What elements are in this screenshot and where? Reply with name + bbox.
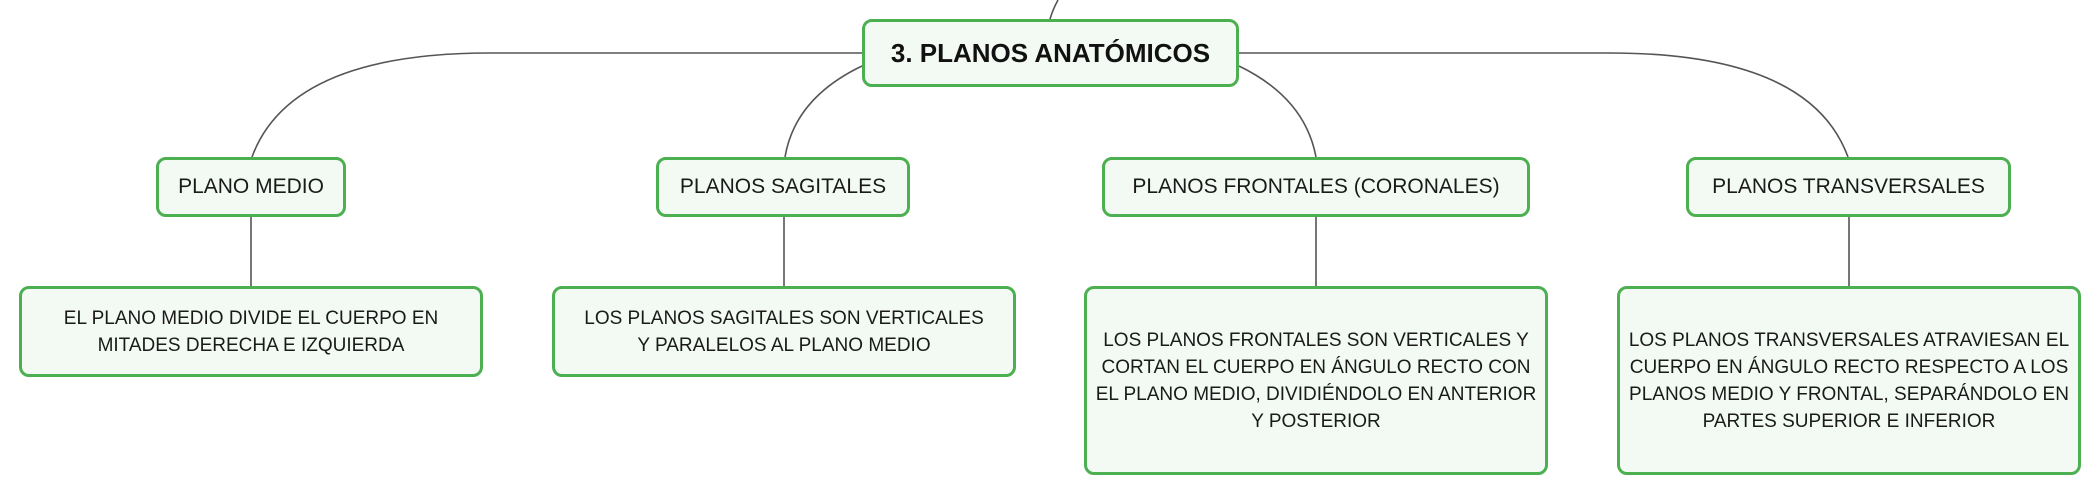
- leaf-description: EL PLANO MEDIO DIVIDE EL CUERPO EN MITAD…: [63, 307, 439, 356]
- leaf-description: LOS PLANOS TRANSVERSALES ATRAVIESAN EL C…: [1628, 329, 2070, 432]
- branch-node-planos-sagitales[interactable]: PLANOS SAGITALES: [656, 157, 910, 217]
- root-label: 3. PLANOS ANATÓMICOS: [890, 37, 1211, 68]
- root-node[interactable]: 3. PLANOS ANATÓMICOS: [862, 19, 1239, 87]
- branch-node-planos-transversales[interactable]: PLANOS TRANSVERSALES: [1686, 157, 2011, 217]
- branch-label: PLANOS FRONTALES (CORONALES): [1132, 175, 1500, 198]
- connector-plano-medio: [251, 52, 862, 158]
- leaf-node-plano-medio[interactable]: EL PLANO MEDIO DIVIDE EL CUERPO EN MITAD…: [19, 286, 483, 377]
- branch-node-planos-frontales[interactable]: PLANOS FRONTALES (CORONALES): [1102, 157, 1530, 217]
- connector-planos-transversales: [1239, 52, 1849, 158]
- connector-planos-frontales: [1238, 65, 1317, 158]
- branch-label: PLANO MEDIO: [178, 175, 324, 198]
- branch-label: PLANOS TRANSVERSALES: [1712, 175, 1985, 198]
- branch-node-plano-medio[interactable]: PLANO MEDIO: [156, 157, 346, 217]
- leaf-description: LOS PLANOS FRONTALES SON VERTICALES Y CO…: [1095, 329, 1537, 432]
- leaf-node-planos-transversales[interactable]: LOS PLANOS TRANSVERSALES ATRAVIESAN EL C…: [1617, 286, 2081, 475]
- leaf-description: LOS PLANOS SAGITALES SON VERTICALES Y PA…: [584, 307, 984, 356]
- branch-label: PLANOS SAGITALES: [679, 175, 887, 198]
- leaf-node-planos-sagitales[interactable]: LOS PLANOS SAGITALES SON VERTICALES Y PA…: [552, 286, 1016, 377]
- connector-parent: [1049, 0, 1059, 20]
- leaf-node-planos-frontales[interactable]: LOS PLANOS FRONTALES SON VERTICALES Y CO…: [1084, 286, 1548, 475]
- connector-planos-sagitales: [784, 65, 863, 158]
